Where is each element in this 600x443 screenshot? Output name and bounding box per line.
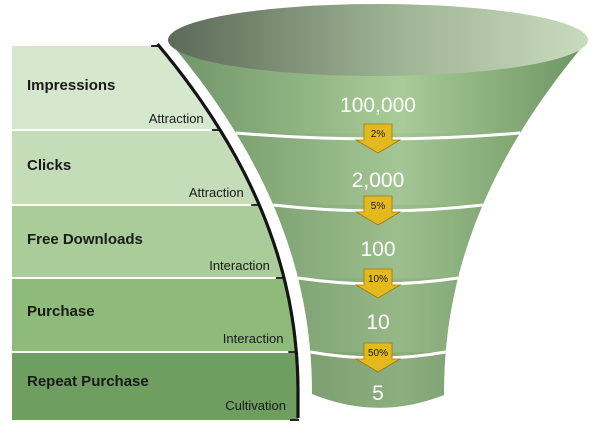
conversion-arrow (354, 195, 402, 226)
conversion-rate: 10% (368, 274, 388, 285)
stage-panel (12, 46, 221, 130)
stage-count: 5 (372, 382, 384, 405)
stage-type: Interaction (223, 331, 284, 346)
stage-panel (12, 205, 284, 278)
stage-count: 100 (360, 238, 395, 261)
stage-name: Free Downloads (27, 231, 143, 248)
conversion-arrow (354, 268, 402, 299)
stage-labels: ImpressionsAttraction100,000ClicksAttrac… (27, 77, 416, 413)
stage-type: Cultivation (225, 398, 286, 413)
conversion-rate: 50% (368, 348, 388, 359)
conversion-arrows: 2% 5% 10% 50% (354, 123, 402, 373)
stage-panel (12, 352, 298, 420)
funnel-mouth (168, 4, 588, 76)
stage-panel (12, 278, 297, 352)
stage-type: Interaction (209, 258, 270, 273)
stage-name: Clicks (27, 157, 71, 174)
stage-bracket (156, 42, 300, 418)
stage-name: Impressions (27, 77, 115, 94)
conversion-arrow (354, 123, 402, 154)
stage-count: 100,000 (340, 94, 416, 117)
stage-panels (12, 45, 299, 421)
stage-type: Attraction (189, 185, 244, 200)
stage-name: Purchase (27, 303, 95, 320)
conversion-arrow (354, 342, 402, 373)
stage-count: 2,000 (352, 169, 405, 192)
stage-panel (12, 130, 260, 205)
stage-count: 10 (366, 311, 389, 334)
stage-name: Repeat Purchase (27, 373, 149, 390)
stage-type: Attraction (149, 111, 204, 126)
conversion-rate: 5% (371, 201, 386, 212)
conversion-rate: 2% (371, 129, 386, 140)
